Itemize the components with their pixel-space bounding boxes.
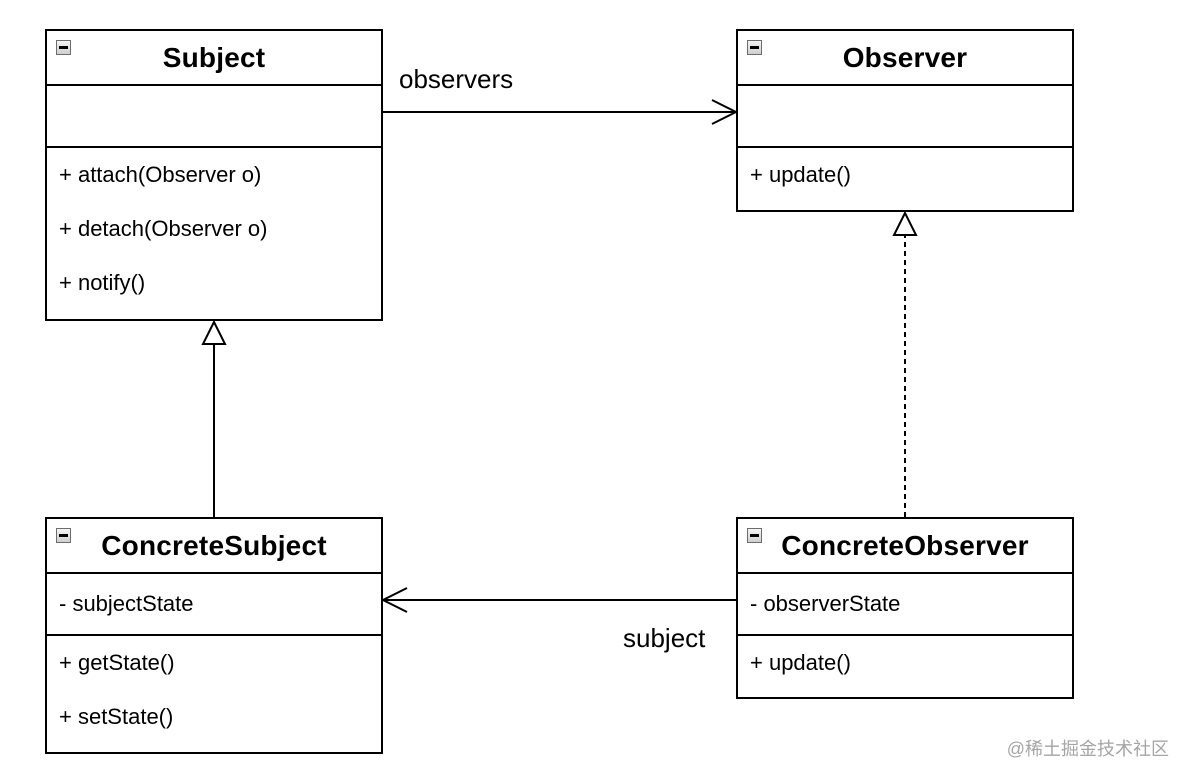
collapse-toggle-icon[interactable] [56,40,71,55]
operations-compartment: + attach(Observer o) + detach(Observer o… [47,148,381,296]
operation-detach: + detach(Observer o) [59,216,268,241]
operation-attach: + attach(Observer o) [59,162,262,187]
class-concrete-subject[interactable]: ConcreteSubject - subjectState + getStat… [45,517,383,754]
attributes-compartment [47,86,381,148]
attributes-compartment: - observerState [738,574,1072,636]
subject-role-label: subject [623,623,706,653]
class-name: Subject [162,41,266,73]
operation-update: + update() [750,162,851,187]
class-name: Observer [842,41,968,73]
watermark: @稀土掘金技术社区 [1006,739,1169,759]
operations-compartment: + getState() + setState() [47,636,381,730]
attribute-observer-state: - observerState [750,591,901,616]
class-subject[interactable]: Subject + attach(Observer o) + detach(Ob… [45,29,383,321]
attributes-compartment: - subjectState [47,574,381,636]
attributes-compartment [738,86,1072,148]
operation-notify: + notify() [59,270,146,295]
collapse-toggle-icon[interactable] [747,40,762,55]
operation-update: + update() [750,650,851,675]
class-name: ConcreteObserver [781,529,1029,561]
attribute-subject-state: - subjectState [59,591,194,616]
operations-compartment: + update() [738,636,1072,676]
operation-get-state: + getState() [59,650,175,675]
generalization-arrowhead [201,319,227,345]
collapse-toggle-icon[interactable] [56,528,71,543]
operations-compartment: + update() [738,148,1072,188]
class-header: ConcreteSubject [47,519,381,574]
observers-role-label: observers [399,64,514,94]
class-observer[interactable]: Observer + update() [736,29,1074,212]
class-header: Observer [738,31,1072,86]
class-header: ConcreteObserver [738,519,1072,574]
class-header: Subject [47,31,381,86]
class-name: ConcreteSubject [101,529,327,561]
collapse-toggle-icon[interactable] [747,528,762,543]
class-concrete-observer[interactable]: ConcreteObserver - observerState + updat… [736,517,1074,699]
operation-set-state: + setState() [59,704,174,729]
realization-arrowhead [892,210,918,236]
subject-arrowhead [380,587,408,613]
